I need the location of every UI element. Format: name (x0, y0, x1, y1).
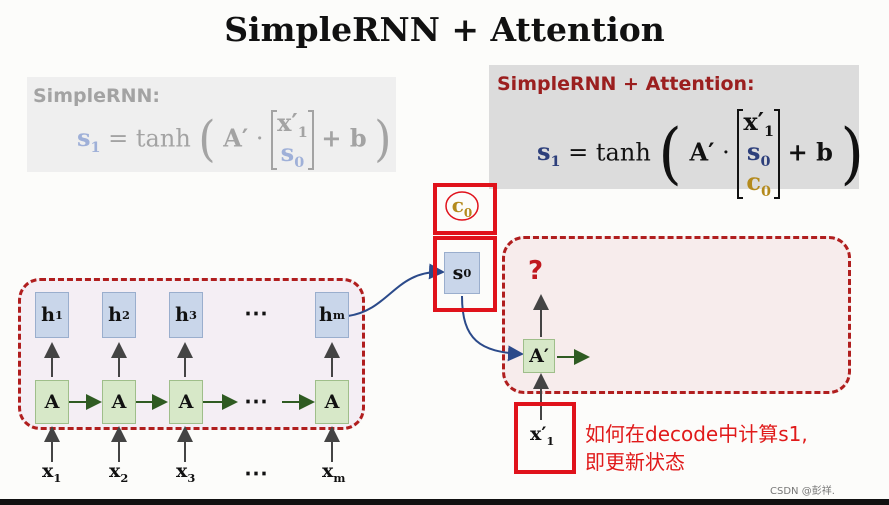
formula-plus-b: + b (787, 137, 833, 167)
decoder-input-x1-prime: x′1 (530, 423, 555, 448)
input-xm: xm (322, 460, 346, 485)
formula-vector: x′1 s0 (271, 110, 314, 170)
close-paren: ) (374, 111, 392, 168)
open-paren: ( (198, 111, 216, 168)
simple-rnn-panel: SimpleRNN: s1 = tanh ( A′ · x′1 s0 + b ) (27, 77, 396, 172)
attention-panel-title: SimpleRNN + Attention: (497, 73, 755, 95)
formula-dot: · (255, 124, 264, 153)
attention-panel: SimpleRNN + Attention: s1 = tanh ( A′ · … (489, 65, 864, 199)
rnn-cell-1: A (35, 380, 69, 424)
annotation-line-1: 如何在decode中计算s1, (585, 422, 808, 446)
vec-x-prime: x′1 (277, 108, 308, 141)
c0-highlight-frame (433, 183, 497, 235)
formula-lhs: s1 (537, 137, 561, 171)
x-prime-highlight-frame (514, 402, 576, 474)
context-c0: c0 (451, 192, 473, 220)
ellipsis-h: ⋯ (244, 298, 268, 327)
bottom-bar (0, 499, 889, 505)
simple-rnn-panel-title: SimpleRNN: (33, 85, 161, 107)
vec-x-prime: x′1 (743, 107, 775, 140)
annotation-line-2: 即更新状态 (585, 450, 685, 474)
formula-eq-tanh: = tanh (108, 124, 191, 153)
c0-hand-circle (445, 191, 479, 221)
ellipsis-a: ⋯ (244, 386, 268, 415)
decoder-cell-a-prime: A′ (523, 339, 555, 373)
decoder-group (502, 236, 851, 394)
s0-highlight-frame (433, 236, 497, 312)
open-paren: ( (658, 115, 682, 193)
close-paren: ) (840, 115, 864, 193)
ellipsis-x: ⋯ (244, 458, 268, 487)
formula-a-prime: A′ (223, 123, 249, 153)
annotation-note: 如何在decode中计算s1, 即更新状态 (585, 420, 808, 476)
simple-rnn-formula: s1 = tanh ( A′ · x′1 s0 + b ) (77, 110, 391, 170)
attention-formula: s1 = tanh ( A′ · x′1 s0 c0 + b ) (537, 109, 864, 199)
formula-a-prime: A′ (689, 137, 715, 167)
rnn-cell-3: A (169, 380, 203, 424)
formula-dot: · (722, 138, 730, 167)
rnn-cell-m: A (315, 380, 349, 424)
rnn-cell-2: A (102, 380, 136, 424)
input-x2: x2 (109, 460, 129, 485)
formula-lhs: s1 (77, 123, 101, 157)
formula-plus-b: + b (321, 123, 367, 153)
unknown-output: ? (528, 256, 544, 286)
vec-s0: s0 (280, 137, 305, 171)
input-x3: x3 (176, 460, 196, 485)
watermark: CSDN @彭祥. (770, 486, 835, 497)
vec-c0: c0 (746, 166, 771, 200)
slide-title: SimpleRNN + Attention (224, 10, 665, 49)
vec-s0: s0 (746, 136, 771, 170)
input-x1: x1 (42, 460, 62, 485)
formula-vector: x′1 s0 c0 (737, 107, 781, 200)
formula-eq-tanh: = tanh (568, 138, 651, 167)
